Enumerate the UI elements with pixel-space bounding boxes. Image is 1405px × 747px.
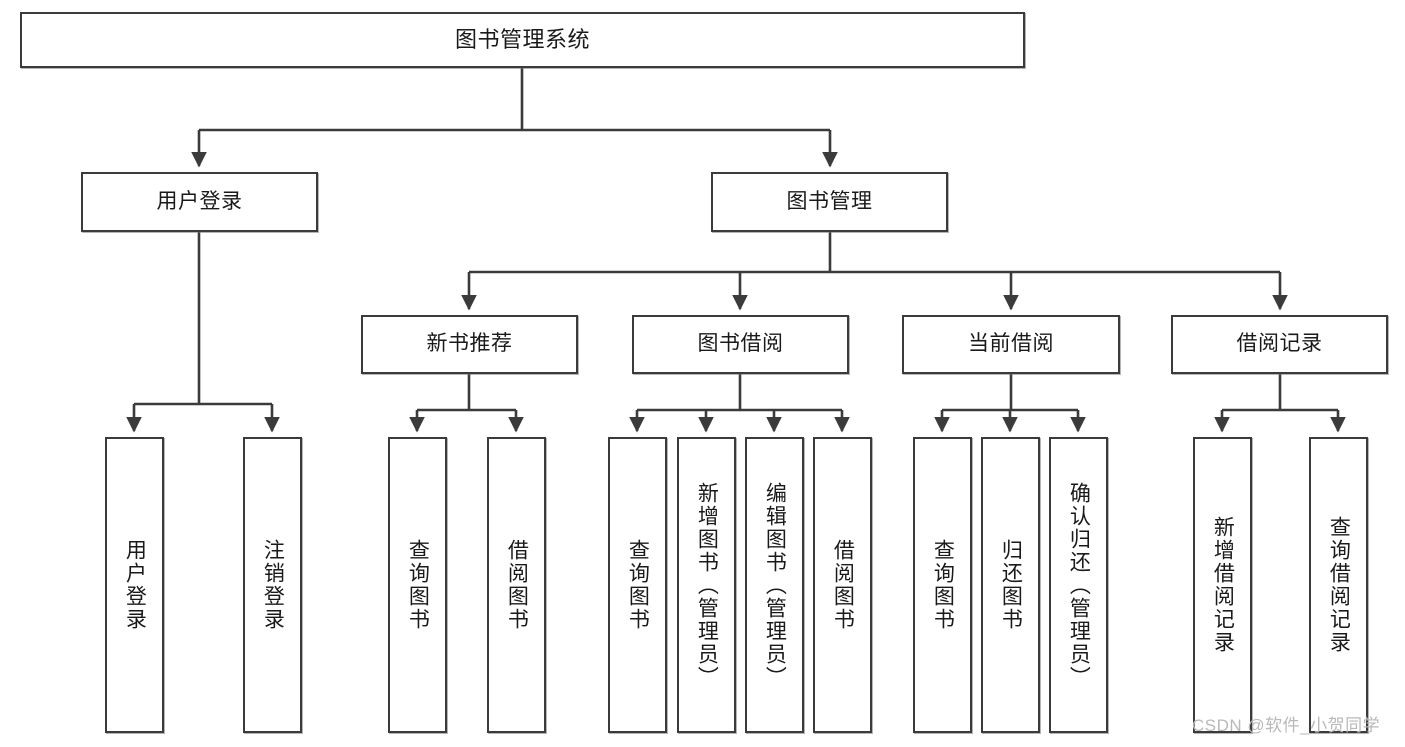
node-current-borrow-label: 当前借阅 — [968, 332, 1054, 356]
node-leaf-confirm-return[interactable]: 确认归还（管理员） — [1049, 437, 1108, 733]
node-new-book-recommend[interactable]: 新书推荐 — [361, 315, 578, 374]
node-leaf-borrow-book-1[interactable]: 借阅图书 — [487, 437, 546, 733]
node-leaf-edit-book[interactable]: 编辑图书（管理员） — [745, 437, 804, 733]
node-leaf-query-record-label: 查询借阅记录 — [1327, 516, 1351, 654]
node-book-borrow[interactable]: 图书借阅 — [632, 315, 849, 374]
node-current-borrow[interactable]: 当前借阅 — [902, 315, 1120, 374]
node-leaf-query-book-3-label: 查询图书 — [931, 539, 955, 631]
node-leaf-edit-book-label: 编辑图书（管理员） — [763, 481, 787, 689]
node-leaf-borrow-book-2[interactable]: 借阅图书 — [813, 437, 872, 733]
node-leaf-user-login[interactable]: 用户登录 — [105, 437, 164, 733]
node-leaf-query-book-3[interactable]: 查询图书 — [913, 437, 972, 733]
node-leaf-add-record-label: 新增借阅记录 — [1211, 516, 1235, 654]
node-leaf-confirm-return-label: 确认归还（管理员） — [1067, 481, 1091, 689]
node-leaf-query-book-2-label: 查询图书 — [626, 539, 650, 631]
node-leaf-user-logout[interactable]: 注销登录 — [243, 437, 302, 733]
node-borrow-record[interactable]: 借阅记录 — [1171, 315, 1388, 374]
node-leaf-add-book-label: 新增图书（管理员） — [695, 481, 719, 689]
node-book-manage[interactable]: 图书管理 — [711, 172, 948, 232]
csdn-watermark: CSDN @软件_小贺同学 — [1192, 716, 1381, 735]
node-leaf-return-book[interactable]: 归还图书 — [981, 437, 1040, 733]
node-leaf-query-book-1[interactable]: 查询图书 — [388, 437, 447, 733]
node-leaf-borrow-book-2-label: 借阅图书 — [831, 539, 855, 631]
node-leaf-user-login-label: 用户登录 — [123, 539, 147, 631]
node-leaf-add-book[interactable]: 新增图书（管理员） — [677, 437, 736, 733]
node-user-login-label: 用户登录 — [156, 189, 243, 213]
node-leaf-user-logout-label: 注销登录 — [261, 539, 285, 631]
node-borrow-record-label: 借阅记录 — [1236, 332, 1323, 356]
node-leaf-return-book-label: 归还图书 — [999, 539, 1023, 631]
node-leaf-add-record[interactable]: 新增借阅记录 — [1193, 437, 1252, 733]
node-leaf-borrow-book-1-label: 借阅图书 — [505, 539, 529, 631]
node-book-borrow-label: 图书借阅 — [697, 332, 784, 356]
node-book-manage-label: 图书管理 — [786, 189, 873, 213]
node-root-label: 图书管理系统 — [454, 27, 590, 53]
node-user-login[interactable]: 用户登录 — [81, 172, 318, 232]
node-new-book-recommend-label: 新书推荐 — [426, 332, 513, 356]
node-leaf-query-book-2[interactable]: 查询图书 — [608, 437, 667, 733]
node-leaf-query-book-1-label: 查询图书 — [406, 539, 430, 631]
node-root[interactable]: 图书管理系统 — [20, 12, 1025, 68]
node-leaf-query-record[interactable]: 查询借阅记录 — [1309, 437, 1368, 733]
